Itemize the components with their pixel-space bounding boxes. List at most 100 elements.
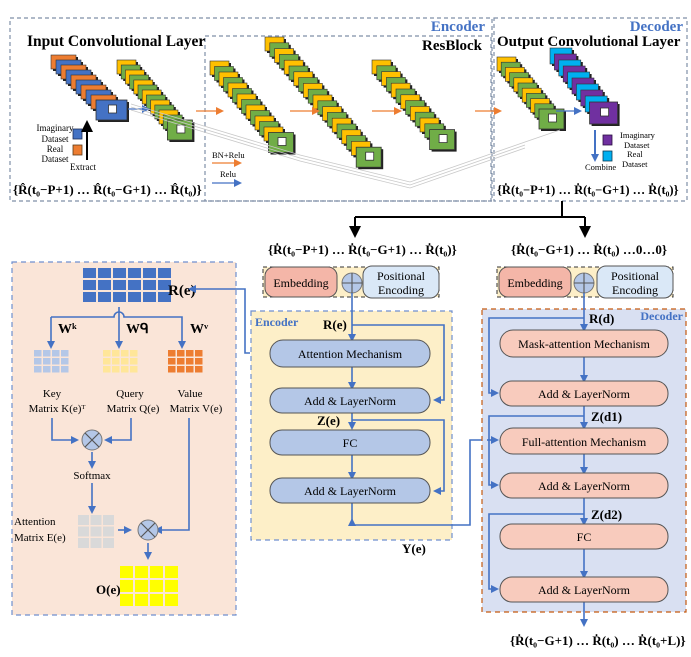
matrix-cell xyxy=(61,350,69,357)
matrix-cell xyxy=(177,358,185,365)
attention-panel-bg xyxy=(11,261,237,616)
matrix-cell xyxy=(98,292,111,302)
matrix-cell xyxy=(143,292,156,302)
matrix-cell xyxy=(78,526,89,537)
matrix-cell xyxy=(165,580,178,592)
matrix-cell xyxy=(61,366,69,373)
matrix-cell xyxy=(112,358,120,365)
matrix-cell xyxy=(158,280,171,290)
output-matrix-label: O(e) xyxy=(96,582,121,597)
input-stack xyxy=(50,54,129,122)
relu-legend-label: Relu xyxy=(220,169,237,179)
decoder-top-label: Decoder xyxy=(630,19,684,35)
decoder-addnorm-2 xyxy=(499,472,669,499)
decoder-fc-label: FC xyxy=(577,530,592,544)
matrix-cell xyxy=(135,594,148,606)
legend-imaginary: Imaginary xyxy=(37,123,74,133)
encoder-attention-label: Attention Mechanism xyxy=(298,347,403,361)
imaginary-swatch-blue xyxy=(72,128,83,140)
decoder-input-seq: {Ṙ(t₀−G+1) … Ṙ(t₀) …0…0} xyxy=(511,242,667,257)
matrix-cell xyxy=(128,268,141,278)
matrix-cell xyxy=(103,526,114,537)
extract-label: Extract xyxy=(70,162,96,172)
r-matrix-grid xyxy=(83,268,171,302)
encoder-positional-encoding xyxy=(362,265,440,299)
matrix-cell xyxy=(135,580,148,592)
matrix-cell xyxy=(83,292,96,302)
matrix-cell xyxy=(195,358,203,365)
matrix-cell xyxy=(130,358,138,365)
key-matrix-label: Matrix K(e)ᵀ xyxy=(29,403,86,415)
matrix-cell xyxy=(34,366,42,373)
attention-panel: R(e) Wᵏ Wᑫ Wᵛ Key Matrix K(e)ᵀ Query Mat… xyxy=(11,261,237,616)
matrix-cell xyxy=(168,366,176,373)
encoder-addnorm-2 xyxy=(269,477,431,504)
matrix-cell xyxy=(52,358,60,365)
matrix-cell xyxy=(150,566,163,578)
matrix-cell xyxy=(150,594,163,606)
output-matrix-grid xyxy=(120,566,178,606)
output-layer-title: Output Convolutional Layer xyxy=(497,34,681,50)
encoder-fc-box xyxy=(269,429,431,456)
matrix-cell xyxy=(128,280,141,290)
skip-connection-lines xyxy=(130,103,561,189)
encoder-block-title: Encoder xyxy=(255,315,299,329)
decoder-positional-2: Encoding xyxy=(612,283,658,297)
out-legend-imaginary: Imaginary xyxy=(620,130,656,140)
matrix-cell xyxy=(165,594,178,606)
matrix-cell xyxy=(113,280,126,290)
decoder-addnorm-3 xyxy=(499,576,669,603)
query-matrix-label: Matrix Q(e) xyxy=(107,403,160,415)
matrix-cell xyxy=(43,358,51,365)
encoder-attention-box xyxy=(269,339,431,368)
matrix-cell xyxy=(103,358,111,365)
matrix-cell xyxy=(103,515,114,525)
matrix-cell xyxy=(135,566,148,578)
matrix-cell xyxy=(186,366,194,373)
encoder-r-label: R(e) xyxy=(323,317,347,332)
encoder-outer-frame xyxy=(9,17,493,202)
matrix-cell xyxy=(186,350,194,357)
wk-label: Wᵏ xyxy=(58,322,77,337)
top-cnn-section: Encoder Decoder Input Convolutional Laye… xyxy=(9,17,688,202)
matrix-cell xyxy=(121,366,129,373)
matrix-cell xyxy=(43,366,51,373)
fork-connector xyxy=(349,201,591,238)
real-swatch-orange xyxy=(72,144,83,156)
decoder-r-label: R(d) xyxy=(589,311,614,326)
output-sequence: {Ṙ(t₀−P+1) … Ṙ(t₀−G+1) … Ṙ(t₀)} xyxy=(497,183,679,197)
value-label: Value xyxy=(177,388,202,400)
matrix-cell xyxy=(90,515,102,525)
matrix-cell xyxy=(150,580,163,592)
encoder-addnorm-1-label: Add & LayerNorm xyxy=(304,394,397,408)
decoder-embedding xyxy=(498,266,572,298)
matrix-cell xyxy=(83,280,96,290)
matrix-cell xyxy=(90,526,102,537)
matrix-cell xyxy=(113,268,126,278)
output-stack xyxy=(549,47,620,126)
decoder-positional-1: Positional xyxy=(611,269,660,283)
query-label: Query xyxy=(116,388,144,400)
legend-dataset-1: Dataset xyxy=(42,134,69,144)
decoder-z2-label: Z(d2) xyxy=(591,507,622,522)
input-conv-stack xyxy=(116,59,195,142)
decoder-add-node xyxy=(573,272,595,294)
decoder-addnorm-2-label: Add & LayerNorm xyxy=(538,479,631,493)
legend-dataset-2: Dataset xyxy=(42,154,69,164)
encoder-input-seq: {Ṙ(t₀−P+1) … Ṙ(t₀−G+1) … Ṙ(t₀)} xyxy=(268,242,457,257)
output-conv-stack xyxy=(496,56,566,131)
matrix-cell xyxy=(98,280,111,290)
resblock-frame xyxy=(204,35,492,202)
matrix-cell xyxy=(120,580,133,592)
matrix-cell xyxy=(143,280,156,290)
encoder-add-node xyxy=(341,272,363,294)
legend-real: Real xyxy=(47,144,64,154)
matrix-cell xyxy=(121,358,129,365)
r-matrix-label: R(e) xyxy=(168,283,195,299)
matrix-cell xyxy=(112,366,120,373)
encoder-addnorm-2-label: Add & LayerNorm xyxy=(304,484,397,498)
attention-matrix-label: Matrix E(e) xyxy=(14,532,66,544)
matrix-cell xyxy=(34,350,42,357)
key-matrix-grid xyxy=(34,350,69,373)
matrix-cell xyxy=(103,366,111,373)
